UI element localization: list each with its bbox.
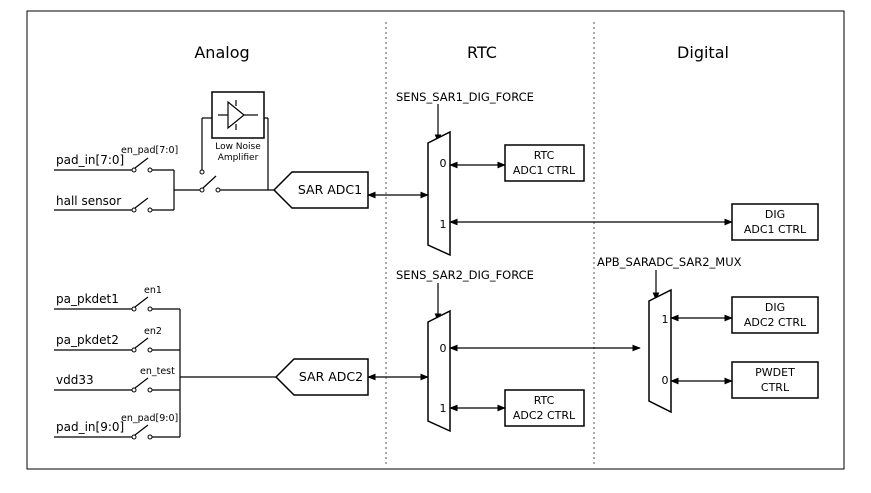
pwdet-ctrl-line2: CTRL bbox=[761, 381, 790, 394]
mux3-port-0: 0 bbox=[662, 374, 669, 387]
mux2-port-0: 0 bbox=[440, 342, 447, 355]
pwdet-ctrl-block bbox=[731, 361, 819, 399]
sar-adc1-label: SAR ADC1 bbox=[298, 182, 362, 197]
section-title-rtc: RTC bbox=[467, 43, 497, 62]
diagram-frame bbox=[26, 10, 845, 470]
mux1 bbox=[427, 130, 451, 257]
rtc-adc1-ctrl-block bbox=[504, 144, 585, 182]
switch-en2 bbox=[54, 337, 180, 353]
section-title-digital: Digital bbox=[677, 43, 729, 62]
control-label-sar1-dig-force: SENS_SAR1_DIG_FORCE bbox=[396, 90, 534, 104]
input-label-pa-pkdet1: pa_pkdet1 bbox=[56, 292, 119, 306]
mux3 bbox=[648, 288, 672, 414]
switch-en-pad-9-0 bbox=[54, 424, 180, 440]
dig-adc1-ctrl-line2: ADC1 CTRL bbox=[744, 223, 807, 236]
rtc-adc2-ctrl-line1: RTC bbox=[534, 394, 555, 407]
mux1-port-0: 0 bbox=[440, 157, 447, 170]
rtc-adc2-ctrl-line2: ADC2 CTRL bbox=[513, 409, 576, 422]
rtc-adc1-ctrl-line2: ADC1 CTRL bbox=[513, 164, 576, 177]
section-title-analog: Analog bbox=[194, 43, 249, 62]
amplifier-icon bbox=[218, 100, 258, 130]
switch-label-en2: en2 bbox=[144, 326, 162, 337]
dig-adc1-ctrl-block bbox=[731, 203, 819, 241]
lna-label-line1: Low Noise bbox=[215, 142, 261, 152]
switch-en1 bbox=[54, 296, 180, 312]
sar-adc2-label: SAR ADC2 bbox=[299, 369, 363, 384]
input-label-hall-sensor: hall sensor bbox=[56, 194, 121, 208]
switch-hall-sensor bbox=[54, 197, 174, 213]
mux1-port-1: 1 bbox=[440, 218, 447, 231]
rtc-adc1-ctrl-line1: RTC bbox=[534, 149, 555, 162]
input-label-vdd33: vdd33 bbox=[56, 373, 94, 387]
pwdet-ctrl-line1: PWDET bbox=[755, 366, 795, 379]
mux2 bbox=[427, 309, 451, 433]
switch-en-test bbox=[54, 377, 180, 393]
switch-label-en1: en1 bbox=[144, 285, 162, 296]
switch-label-en-pad-7-0: en_pad[7:0] bbox=[121, 145, 178, 156]
switch-label-en-pad-9-0: en_pad[9:0] bbox=[121, 413, 178, 424]
dig-adc2-ctrl-line1: DIG bbox=[765, 301, 785, 314]
control-label-sar2-dig-force: SENS_SAR2_DIG_FORCE bbox=[396, 268, 534, 282]
rtc-adc2-ctrl-block bbox=[504, 389, 585, 427]
sar-adc1-block bbox=[272, 171, 369, 209]
mux2-port-1: 1 bbox=[440, 402, 447, 415]
switch-label-en-test: en_test bbox=[140, 366, 175, 377]
lna-bypass-switch bbox=[202, 175, 217, 189]
input-label-pad-in-7-0: pad_in[7:0] bbox=[56, 153, 124, 167]
dig-adc2-ctrl-block bbox=[731, 296, 819, 334]
switch-en-pad-7-0 bbox=[54, 157, 174, 173]
dig-adc1-ctrl-line1: DIG bbox=[765, 208, 785, 221]
control-label-sar2-mux: APB_SARADC_SAR2_MUX bbox=[597, 255, 742, 269]
lna-label-line2: Amplifier bbox=[218, 153, 259, 163]
dig-adc2-ctrl-line2: ADC2 CTRL bbox=[744, 316, 807, 329]
mux3-port-1: 1 bbox=[662, 313, 669, 326]
input-label-pa-pkdet2: pa_pkdet2 bbox=[56, 333, 119, 347]
input-label-pad-in-9-0: pad_in[9:0] bbox=[56, 420, 124, 434]
